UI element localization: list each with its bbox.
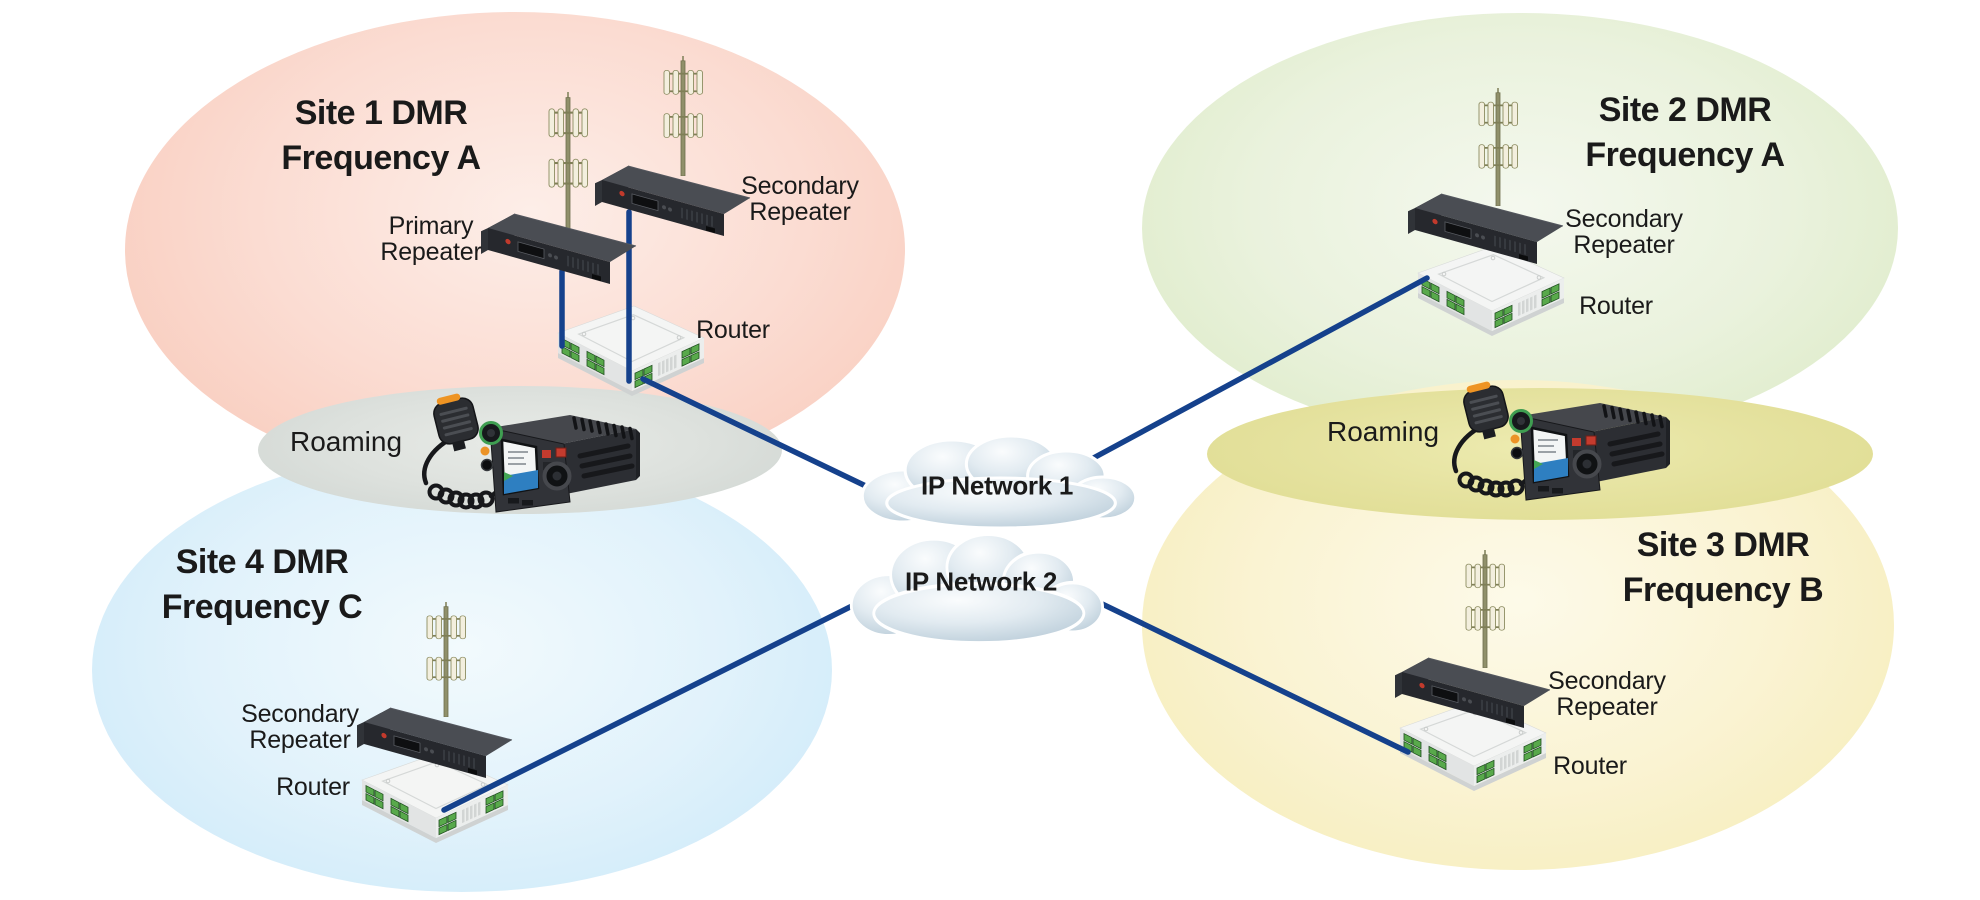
site-2-title-line-1: Site 2 DMR (1598, 91, 1772, 129)
ip-network-1-label: IP Network 1 (921, 471, 1073, 502)
site-3-router-label: Router (1553, 753, 1627, 779)
roaming-label-right: Roaming (1327, 416, 1439, 448)
site-1-secondary-repeater-icon (594, 165, 751, 237)
label-line: Repeater (380, 238, 482, 266)
label-line: IP Network 2 (905, 566, 1057, 597)
site-2-title-line-2: Frequency A (1585, 136, 1785, 174)
site-3-secondary-repeater-icon (1394, 657, 1551, 729)
label-line: Secondary (1548, 667, 1666, 695)
label-line: Roaming (1326, 416, 1440, 447)
label-line: Router (276, 773, 350, 801)
roaming-mobile-radio-right-icon (1420, 376, 1670, 506)
label-line: Router (696, 316, 770, 344)
site-4-title-line-2: Frequency C (161, 588, 363, 626)
link-ip-network-1-to-site-2-router (1083, 275, 1430, 465)
label-line: IP Network 1 (921, 470, 1073, 501)
site-1-secondary-repeater-label: Secondary Repeater (741, 173, 859, 225)
site-2-secondary-repeater-icon (1407, 193, 1564, 265)
site-2-secondary-repeater-label: Secondary Repeater (1565, 206, 1683, 258)
site-1-title-line-2: Frequency A (281, 139, 481, 177)
site-4-title-line-1: Site 4 DMR (175, 543, 349, 581)
label-line: Secondary (741, 172, 859, 200)
label-line: Roaming (289, 426, 403, 457)
site-3-secondary-repeater-label: Secondary Repeater (1548, 668, 1666, 720)
label-line: Secondary (241, 700, 359, 728)
label-line: Primary (388, 212, 474, 240)
link-site-1-router-to-ip-network-1 (640, 376, 875, 492)
site-1-primary-repeater-label: Primary Repeater (380, 213, 481, 265)
site-4-secondary-repeater-icon (356, 707, 513, 779)
label-line: Repeater (249, 726, 351, 754)
roaming-mobile-radio-left-icon (390, 388, 640, 518)
label-line: Router (1553, 752, 1627, 780)
roaming-label-left: Roaming (290, 426, 402, 458)
label-line: Router (1579, 292, 1653, 320)
site-2-router-label: Router (1579, 293, 1653, 319)
site-3-title: Site 3 DMR Frequency B (1622, 523, 1824, 613)
label-line: Repeater (1556, 693, 1658, 721)
site-3-title-line-1: Site 3 DMR (1636, 526, 1810, 564)
site-4-title: Site 4 DMR Frequency C (161, 540, 363, 630)
site-4-secondary-repeater-label: Secondary Repeater (241, 701, 359, 753)
site-4-router-label: Router (276, 774, 350, 800)
label-line: Repeater (1573, 231, 1675, 259)
site-1-title-line-1: Site 1 DMR (294, 94, 468, 132)
site-3-title-line-2: Frequency B (1622, 571, 1824, 609)
site-1-title: Site 1 DMR Frequency A (281, 91, 481, 181)
site-1-router-label: Router (696, 317, 770, 343)
ip-network-2-label: IP Network 2 (905, 567, 1057, 598)
label-line: Secondary (1565, 205, 1683, 233)
link-ip-network-2-to-site-4-router (441, 598, 865, 813)
site-2-title: Site 2 DMR Frequency A (1585, 88, 1785, 178)
label-line: Repeater (749, 198, 851, 226)
link-ip-network-2-to-site-3-router (1093, 598, 1411, 755)
